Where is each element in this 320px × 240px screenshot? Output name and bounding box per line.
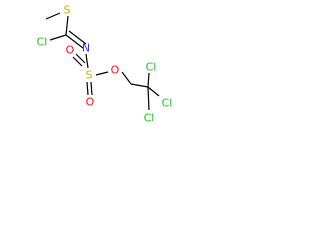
bond-s-c bbox=[65, 15, 69, 36]
structure-diagram: S Cl N S O O O Cl Cl Cl bbox=[37, 4, 173, 125]
atom-cl-imidoyl: Cl bbox=[37, 36, 48, 49]
atom-s-thioether: S bbox=[64, 4, 71, 17]
bond-c-cl-top bbox=[147, 72, 150, 88]
bond-s-o-bottom-1 bbox=[86, 81, 89, 96]
bond-s-o-bottom-2 bbox=[90, 81, 93, 96]
bond-s-o-ester bbox=[95, 71, 109, 76]
bond-c-cl-right bbox=[147, 86, 160, 97]
atom-cl-right: Cl bbox=[162, 97, 173, 110]
atom-labels: S Cl N S O O O Cl Cl Cl bbox=[37, 4, 173, 125]
atom-cl-bottom: Cl bbox=[144, 112, 155, 125]
bond-c-cl-bottom bbox=[147, 86, 150, 111]
atom-o-ester: O bbox=[111, 64, 120, 77]
atom-s-sulfonyl: S bbox=[86, 69, 93, 82]
bond-methyl-s bbox=[45, 12, 61, 20]
atom-o-bottom: O bbox=[86, 96, 95, 109]
bond-c-cl bbox=[49, 34, 67, 41]
bond-ch2-c bbox=[130, 83, 149, 88]
bond-o-ch2 bbox=[121, 71, 132, 85]
bond-s-o-top-1 bbox=[75, 53, 86, 64]
atom-n: N bbox=[82, 42, 90, 55]
bond-s-o-top-2 bbox=[72, 56, 83, 67]
bond-c-n-2 bbox=[68, 30, 87, 45]
bonds bbox=[45, 12, 160, 111]
atom-cl-top: Cl bbox=[146, 61, 157, 74]
bond-c-n-1 bbox=[65, 34, 84, 49]
bond-n-s bbox=[85, 53, 89, 69]
atom-o-top: O bbox=[66, 44, 75, 57]
